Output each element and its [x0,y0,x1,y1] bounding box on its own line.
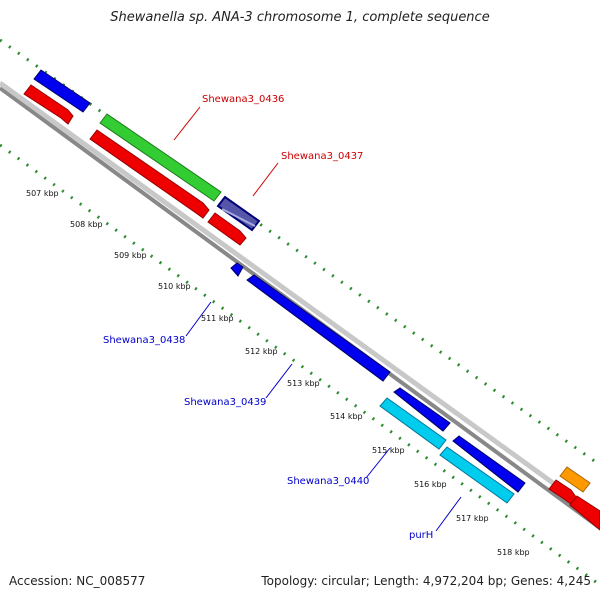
gene-arrow-blue-0439[interactable] [246,274,391,382]
leader-line-0437 [252,162,279,197]
gene-arrow-red-0436[interactable] [89,129,210,219]
gene-label-purH[interactable]: purH [409,530,433,541]
tick-label: 507 kbp [26,189,59,198]
tick-label: 515 kbp [372,446,405,455]
gene-label-0437[interactable]: Shewana3_0437 [281,151,363,162]
gene-arrow-red-0437[interactable] [207,212,247,246]
backbone-line-upper [0,80,600,520]
tick-label: 512 kbp [245,347,278,356]
gene-arrow-cyan-0440[interactable] [379,397,447,450]
tick-label: 517 kbp [456,514,489,523]
tick-label: 509 kbp [114,251,147,260]
gene-arrow-purple-0437[interactable] [216,195,261,232]
tick-label: 514 kbp [330,412,363,421]
accession-text: Accession: NC_008577 [9,574,146,588]
gene-arrow-blue-0438[interactable] [230,262,244,277]
gene-arrow-red-c[interactable] [569,495,600,531]
gene-arrow-red-a[interactable] [23,84,74,125]
gene-label-0438[interactable]: Shewana3_0438 [103,335,185,346]
outer-dotted-track [0,38,600,467]
gene-arrow-orange[interactable] [559,466,591,493]
gene-label-0440[interactable]: Shewana3_0440 [287,476,369,487]
gene-arrow-blue-0440-upper[interactable] [393,387,451,432]
map-title: Shewanella sp. ANA-3 chromosome 1, compl… [110,10,490,25]
leader-line-0438 [185,301,212,337]
tick-label: 508 kbp [70,220,103,229]
tick-label: 513 kbp [287,379,320,388]
gene-arrow-blue-a[interactable] [33,69,91,113]
leader-line-0439 [265,363,293,399]
gene-label-0436[interactable]: Shewana3_0436 [202,94,284,105]
leader-line-0440 [365,447,391,479]
gene-label-0439[interactable]: Shewana3_0439 [184,397,266,408]
gene-arrow-green-0436[interactable] [99,113,222,202]
inner-dotted-track [0,143,600,587]
tick-label: 516 kbp [414,480,447,489]
leader-line-0436 [173,106,201,141]
leader-line-purH [435,496,462,532]
gene-arrow-blue-purH-upper[interactable] [452,435,526,493]
topology-summary-text: Topology: circular; Length: 4,972,204 bp… [261,574,591,588]
tick-label: 511 kbp [201,314,234,323]
tick-label: 518 kbp [497,548,530,557]
gene-arrow-cyan-purH[interactable] [439,446,515,504]
tick-label: 510 kbp [158,282,191,291]
